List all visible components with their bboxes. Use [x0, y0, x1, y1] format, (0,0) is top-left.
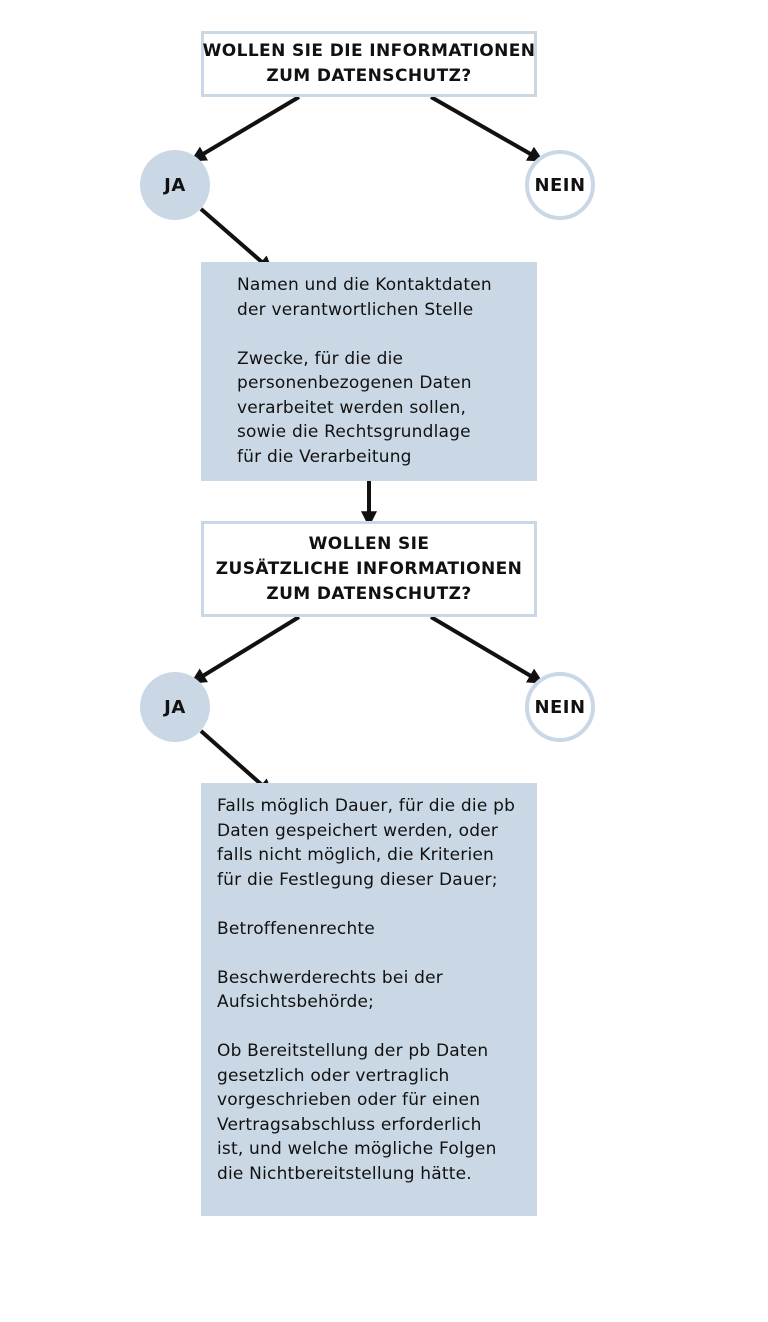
info-text-line: Vertragsabschluss erforderlich: [217, 1114, 482, 1135]
info-text-line: Ob Bereitstellung der pb Daten: [217, 1041, 489, 1061]
question-text-line: ZUM DATENSCHUTZ?: [266, 583, 472, 604]
answer-no-node: NEIN: [525, 672, 595, 742]
info-text-line: für die Verarbeitung: [237, 446, 412, 467]
info-text-line: Betroffenenrechte: [217, 918, 375, 939]
info-text-line: verarbeitet werden sollen,: [237, 397, 467, 418]
question-text-line: WOLLEN SIE DIE INFORMATIONEN: [202, 41, 536, 61]
question-text-line: WOLLEN SIE: [308, 533, 430, 554]
info-text-line: gesetzlich oder vertraglich: [217, 1065, 450, 1086]
answer-yes-node: JA: [140, 150, 210, 220]
info-text-line: Daten gespeichert werden, oder: [217, 820, 499, 841]
question-text-line: ZUM DATENSCHUTZ?: [266, 66, 472, 86]
info-text-line: Zwecke, für die die: [237, 348, 404, 369]
info-box-basic-details: Namen und die Kontaktdaten der verantwor…: [201, 262, 537, 481]
question-text-line: ZUSÄTZLICHE INFORMATIONEN: [215, 558, 523, 579]
answer-no-label: NEIN: [534, 696, 586, 718]
info-text-line: sowie die Rechtsgrundlage: [237, 422, 471, 442]
arrow-q1-to-yes: [190, 95, 301, 162]
arrow-q2-to-no: [429, 615, 544, 684]
question-box-additional-info: WOLLEN SIE ZUSÄTZLICHE INFORMATIONEN ZUM…: [201, 521, 537, 617]
arrow-yes2-to-info2: [199, 729, 274, 796]
info-text-line: die Nichtbereitstellung hätte.: [217, 1163, 472, 1184]
info-text-line: Beschwerderechts bei der: [217, 967, 443, 988]
arrow-q2-to-yes: [190, 615, 301, 684]
info-paragraph: Betroffenenrechte: [217, 917, 527, 942]
info-paragraph: Ob Bereitstellung der pb Daten gesetzlic…: [217, 1039, 527, 1186]
info-paragraph: Zwecke, für die die personenbezogenen Da…: [237, 347, 527, 470]
info-text-line: für die Festlegung dieser Dauer;: [217, 869, 498, 890]
answer-no-node: NEIN: [525, 150, 595, 220]
answer-yes-node: JA: [140, 672, 210, 742]
info-text-line: Aufsichtsbehörde;: [217, 992, 375, 1012]
info-text-line: ist, und welche mögliche Folgen: [217, 1139, 497, 1159]
answer-yes-label: JA: [164, 696, 186, 718]
question-box-privacy-info: WOLLEN SIE DIE INFORMATIONEN ZUM DATENSC…: [201, 31, 537, 97]
info-text-line: vorgeschrieben oder für einen: [217, 1090, 481, 1110]
info-box-additional-details: Falls möglich Dauer, für die die pb Date…: [201, 783, 537, 1216]
info-text-line: Namen und die Kontaktdaten: [237, 275, 492, 295]
info-text-line: Falls möglich Dauer, für die die pb: [217, 796, 516, 816]
info-text-line: personenbezogenen Daten: [237, 373, 472, 393]
answer-no-label: NEIN: [534, 174, 586, 196]
info-paragraph: Namen und die Kontaktdaten der verantwor…: [237, 273, 527, 322]
arrow-yes1-to-info1: [199, 207, 274, 273]
info-text-line: der verantwortlichen Stelle: [237, 299, 474, 320]
info-text-line: falls nicht möglich, die Kriterien: [217, 845, 495, 865]
info-paragraph: Beschwerderechts bei der Aufsichtsbehörd…: [217, 966, 527, 1015]
arrow-q1-to-no: [430, 95, 544, 162]
info-paragraph: Falls möglich Dauer, für die die pb Date…: [217, 794, 527, 892]
answer-yes-label: JA: [164, 174, 186, 196]
